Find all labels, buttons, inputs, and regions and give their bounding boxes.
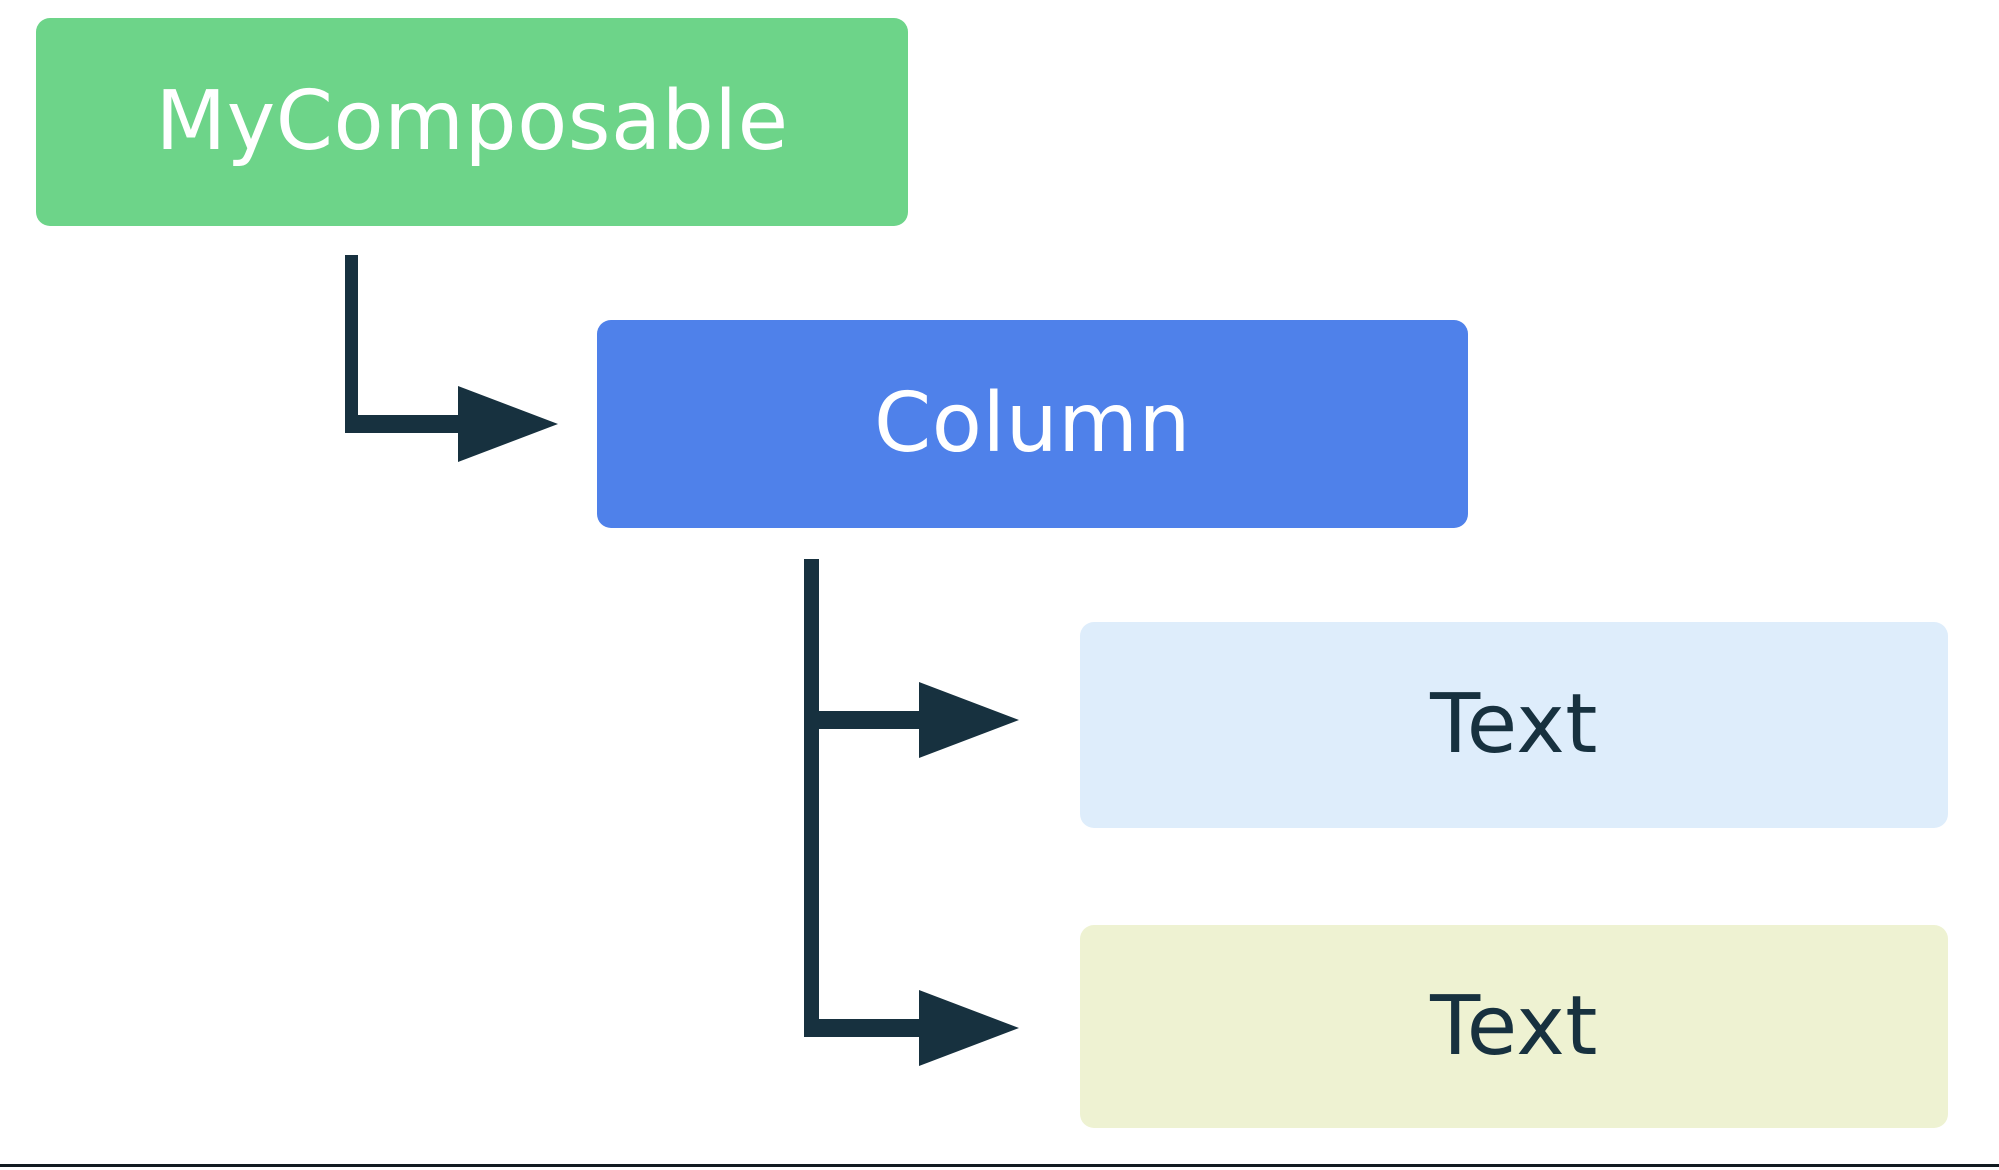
edge-column-to-text-1-arrowhead — [919, 682, 1019, 758]
edge-column-trunk — [804, 559, 819, 1037]
edge-column-to-text-2-arrowhead — [919, 990, 1019, 1066]
node-text-first[interactable]: Text — [1080, 622, 1948, 828]
node-text-second-label: Text — [1430, 978, 1598, 1074]
node-column[interactable]: Column — [597, 320, 1468, 528]
node-text-second[interactable]: Text — [1080, 925, 1948, 1128]
edge-mycomposable-to-column-stem — [345, 255, 460, 433]
edge-column-to-text-2 — [804, 990, 1019, 1066]
node-text-first-label: Text — [1430, 677, 1598, 772]
edge-column-to-text-2-horizontal — [804, 1019, 932, 1037]
node-mycomposable-label: MyComposable — [155, 74, 789, 169]
edge-column-to-text-1 — [804, 682, 1019, 758]
edge-mycomposable-to-column-horizontal — [345, 415, 463, 433]
edge-mycomposable-to-column-vertical — [345, 255, 358, 433]
bottom-divider — [0, 1164, 1999, 1167]
edge-column-trunk-vertical — [804, 559, 819, 1037]
node-mycomposable[interactable]: MyComposable — [36, 18, 908, 226]
edge-column-to-text-1-horizontal — [804, 711, 932, 729]
edge-mycomposable-to-column — [345, 255, 558, 462]
node-column-label: Column — [873, 376, 1192, 471]
edge-mycomposable-to-column-arrowhead — [458, 386, 558, 462]
